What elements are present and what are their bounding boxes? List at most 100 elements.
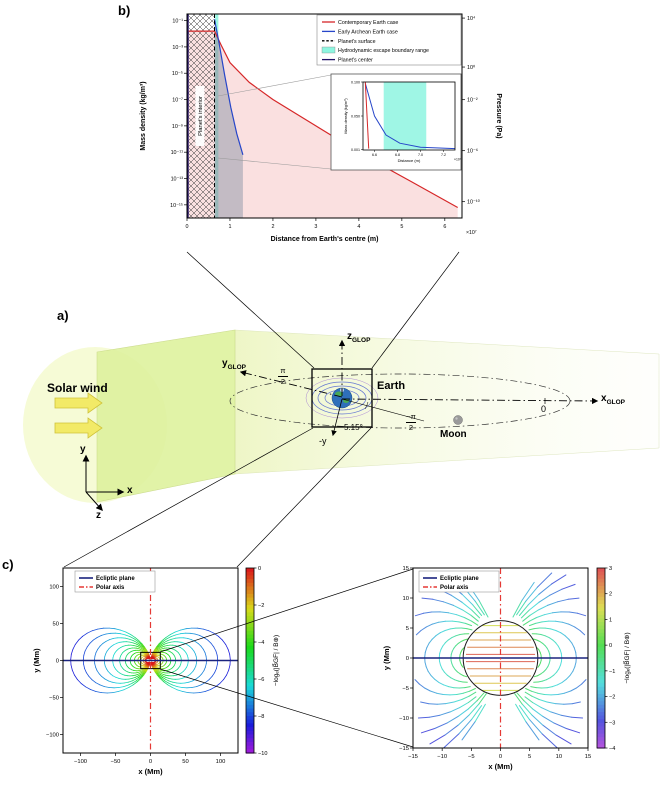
minus-y-label: -y bbox=[319, 436, 327, 446]
zero-label: 0 bbox=[541, 404, 547, 414]
inset-escape-band bbox=[383, 82, 427, 150]
tick-label: 0.100 bbox=[351, 81, 360, 85]
contemporary-fill bbox=[187, 31, 458, 218]
coordinate-triad bbox=[82, 454, 125, 512]
tick-label: 2 bbox=[609, 592, 612, 598]
tick-label: 10⁻⁵ bbox=[172, 71, 183, 77]
inset-x-axis-label: Distance (m) bbox=[398, 158, 421, 163]
tick-label: −15 bbox=[399, 746, 409, 752]
colorbar-frame bbox=[596, 567, 606, 749]
inset-contemporary-curve bbox=[364, 81, 370, 149]
tick-label: 10⁰ bbox=[467, 65, 475, 71]
tick-label: 7.2 bbox=[441, 153, 446, 157]
legend-label: Polar axis bbox=[96, 585, 125, 591]
inset-x-multiplier: ×10⁶ bbox=[454, 158, 462, 162]
tick-label: 10⁻⁷ bbox=[172, 98, 183, 104]
tick-label: −5 bbox=[402, 686, 409, 692]
tick-label: 15 bbox=[403, 566, 409, 572]
legend-box bbox=[418, 570, 500, 593]
tick-label: 10⁻¹¹ bbox=[171, 150, 184, 156]
tick-label: −4 bbox=[258, 640, 264, 646]
tick-label: 2 bbox=[271, 224, 274, 230]
inclination-arc bbox=[364, 401, 369, 410]
tick-label: 5 bbox=[400, 224, 403, 230]
x-multiplier: ×10⁷ bbox=[466, 230, 477, 236]
field-lines bbox=[70, 627, 231, 694]
tick-label: 6.8 bbox=[395, 153, 400, 157]
triad-z-label: z bbox=[96, 510, 101, 521]
tick-label: 10 bbox=[403, 596, 409, 602]
solar-wind-volume bbox=[23, 329, 660, 503]
legend-box bbox=[74, 570, 156, 593]
legend-label: Early Archean Earth case bbox=[338, 29, 398, 35]
tick-label: −50 bbox=[111, 759, 121, 765]
tick-label: −1 bbox=[609, 669, 615, 675]
solar-wind-arrows bbox=[54, 392, 103, 439]
tick-label: 10⁴ bbox=[467, 16, 476, 22]
inclined-plane-line bbox=[341, 398, 425, 422]
panel-c-label: c) bbox=[2, 557, 14, 572]
legend-label: Planet's center bbox=[338, 58, 373, 64]
archean-fill bbox=[214, 19, 243, 218]
x-axis-label: x (Mm) bbox=[138, 767, 163, 776]
glop-axes bbox=[239, 339, 599, 437]
panel-b-plot: Planet's interior bbox=[186, 13, 463, 219]
tick-label: −6 bbox=[258, 677, 264, 683]
y-axis-label-left: Mass density (kg/m³) bbox=[140, 81, 147, 150]
legend-label: Ecliptic plane bbox=[96, 576, 135, 582]
inset-y-axis-label: Mass density (kg/m³) bbox=[344, 98, 348, 134]
tick-label: 0 bbox=[609, 643, 612, 649]
tick-label: 0 bbox=[56, 659, 59, 665]
tick-label: −10 bbox=[399, 716, 409, 722]
tick-label: 10⁻³ bbox=[172, 45, 183, 51]
x-glop-label: xGLOP bbox=[601, 393, 625, 406]
legend-label: Polar axis bbox=[440, 585, 469, 591]
tick-label: 50 bbox=[53, 622, 59, 628]
y-axis-label: y (Mm) bbox=[382, 645, 391, 670]
tick-label: 5 bbox=[528, 754, 531, 760]
interior-label: Planet's interior bbox=[198, 96, 204, 136]
triad-z-axis bbox=[85, 491, 103, 512]
tick-label: 10⁻² bbox=[467, 98, 478, 104]
tick-label: −50 bbox=[49, 696, 59, 702]
tick-label: 100 bbox=[49, 585, 59, 591]
y-glop-label: yGLOP bbox=[222, 358, 246, 371]
colorbar: 0−2−4−6−8−10−logₑ(|B⃗GF| / B⊕) bbox=[245, 566, 280, 757]
tick-label: −5 bbox=[468, 754, 475, 760]
field-lines bbox=[414, 572, 587, 749]
tick-label: 10⁻¹⁰ bbox=[467, 200, 480, 206]
panel-b-label: b) bbox=[118, 3, 131, 18]
legend-label: Contemporary Earth case bbox=[338, 20, 398, 26]
panel-b-axes: 10⁻¹10⁻³10⁻⁵10⁻⁷10⁻⁹10⁻¹¹10⁻¹³10⁻¹⁵10⁴10… bbox=[140, 16, 502, 243]
tick-label: 3 bbox=[609, 566, 612, 572]
z-glop-label: zGLOP bbox=[347, 331, 371, 344]
archean-curve bbox=[213, 19, 244, 155]
tick-label: 10⁻¹³ bbox=[171, 177, 184, 183]
tick-label: 0 bbox=[149, 759, 152, 765]
minus-y-axis bbox=[331, 398, 343, 437]
tick-label: −10 bbox=[437, 754, 447, 760]
tick-label: 10⁻⁹ bbox=[172, 124, 183, 130]
tick-label: 100 bbox=[216, 759, 226, 765]
moon-graphic bbox=[453, 415, 463, 425]
legend-label: Ecliptic plane bbox=[440, 576, 479, 582]
y-axis-label-right: Pressure (Pa) bbox=[495, 93, 502, 138]
tick-label: −4 bbox=[609, 746, 615, 752]
x-axis-label: x (Mm) bbox=[488, 762, 513, 771]
tick-label: 3 bbox=[314, 224, 317, 230]
tick-label: 0 bbox=[499, 754, 502, 760]
tick-label: 10⁻¹ bbox=[172, 19, 183, 25]
tick-label: 10⁻⁶ bbox=[467, 149, 478, 155]
moon-label: Moon bbox=[440, 429, 467, 440]
wind-box-body bbox=[234, 329, 660, 475]
legend-label: Hydrodynamic escape boundary range bbox=[338, 48, 429, 54]
